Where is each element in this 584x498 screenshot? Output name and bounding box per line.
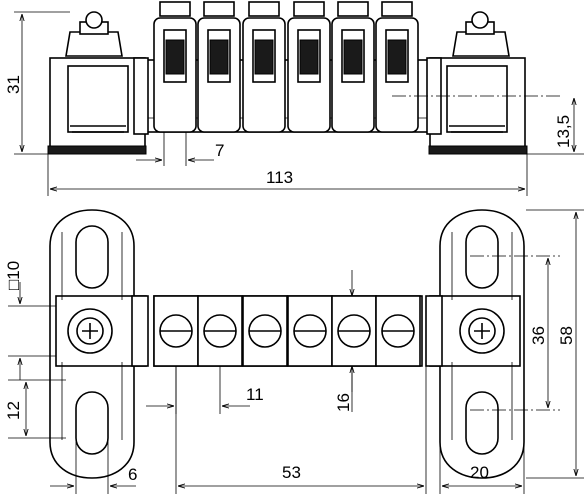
dim-hole-spacing: 36 [529, 326, 548, 345]
top-terminal [287, 295, 333, 367]
top-terminal [375, 295, 421, 367]
dim-length-total: 113 [266, 168, 293, 187]
side-terminal [287, 1, 331, 133]
side-terminal [197, 1, 241, 133]
top-terminal [331, 295, 377, 367]
side-view: 31 13,5 7 113 [4, 1, 584, 196]
side-terminal [242, 1, 286, 133]
dim-height-center-side: 13,5 [554, 115, 573, 148]
dim-terminal-height: 16 [334, 393, 353, 412]
dim-height-total-side: 31 [4, 75, 23, 94]
side-terminal [331, 1, 375, 133]
top-view: □10 12 6 11 16 36 58 53 [4, 209, 584, 494]
top-terminal [153, 295, 199, 367]
dim-foot-height: 12 [4, 401, 23, 420]
dim-span-terminals: 53 [282, 463, 301, 482]
dim-foot-width: 20 [470, 463, 489, 482]
side-terminal [375, 1, 419, 133]
side-terminal [153, 1, 197, 133]
top-terminal [242, 295, 288, 367]
dim-terminal-pitch: 11 [246, 385, 264, 404]
dim-square: □10 [4, 261, 23, 290]
top-terminal [197, 295, 243, 367]
dim-width-total: 58 [557, 326, 576, 345]
dim-pitch-side: 7 [215, 141, 224, 160]
dim-foot-offset: 6 [128, 465, 137, 484]
